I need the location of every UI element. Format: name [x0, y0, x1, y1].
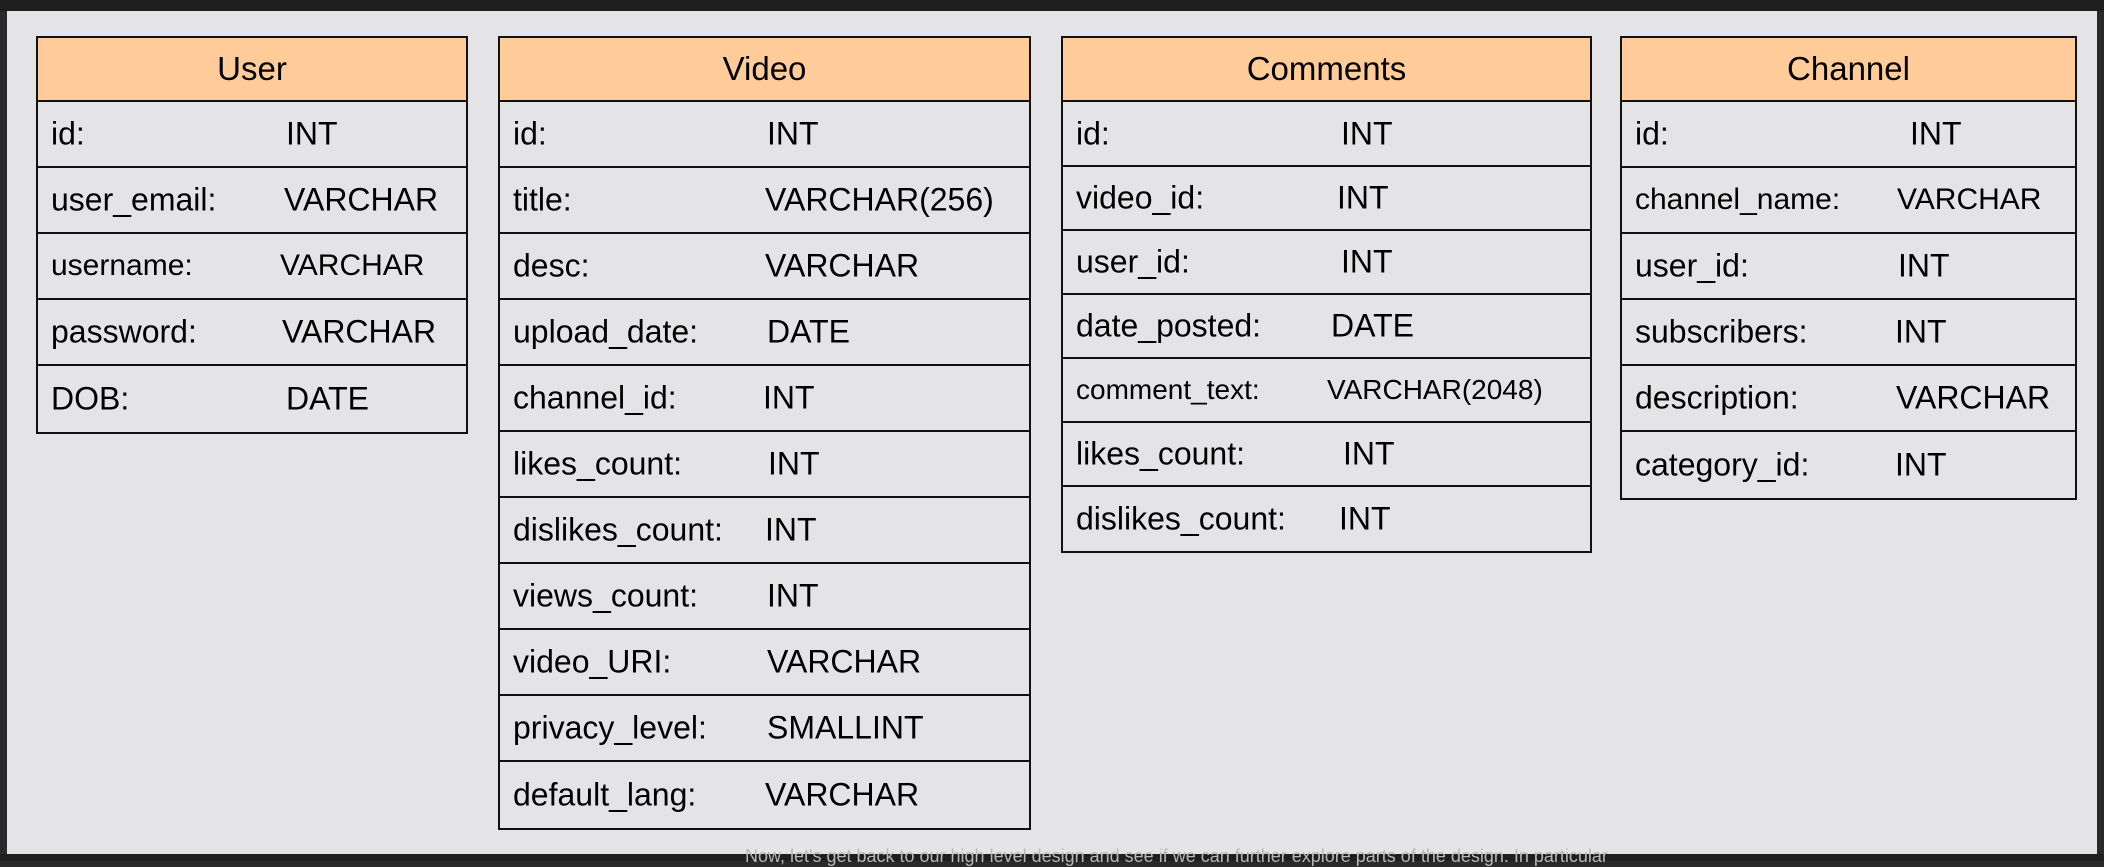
field-row: DOB: DATE [38, 366, 466, 432]
field-row: channel_id: INT [500, 366, 1029, 432]
field-type: INT [1337, 179, 1389, 216]
field-type: INT [767, 115, 819, 152]
field-row: default_lang: VARCHAR [500, 762, 1029, 828]
field-type: VARCHAR [284, 181, 439, 218]
field-type: INT [768, 445, 820, 482]
field-name: id: [1076, 115, 1110, 151]
field-row: video_id: INT [1063, 167, 1590, 231]
field-type: VARCHAR [765, 247, 920, 284]
field-type: VARCHAR(256) [765, 181, 994, 218]
field-row: dislikes_count: INT [500, 498, 1029, 564]
entity-user: User id: INT user_email: VARCHAR usernam… [36, 36, 468, 434]
field-type: DATE [286, 380, 369, 417]
entity-title: User [38, 38, 466, 102]
field-row: description: VARCHAR [1622, 366, 2075, 432]
field-type: INT [1339, 500, 1391, 537]
field-row: privacy_level: SMALLINT [500, 696, 1029, 762]
field-name: user_id: [1076, 243, 1190, 280]
field-name: password: [51, 313, 197, 350]
field-type: INT [1910, 115, 1962, 152]
field-type: VARCHAR [767, 643, 922, 680]
field-type: INT [1895, 313, 1947, 350]
field-row: likes_count: INT [1063, 423, 1590, 487]
field-name: username: [51, 249, 193, 282]
field-name: id: [1635, 115, 1669, 152]
field-name: video_URI: [513, 643, 672, 680]
field-row: subscribers: INT [1622, 300, 2075, 366]
field-type: VARCHAR(2048) [1327, 374, 1543, 405]
field-name: video_id: [1076, 179, 1205, 216]
field-row: password: VARCHAR [38, 300, 466, 366]
field-name: id: [51, 115, 85, 152]
field-type: INT [1341, 115, 1393, 151]
entity-comments: Comments id: INT video_id: INT user_id: … [1061, 36, 1592, 553]
field-row: dislikes_count: INT [1063, 487, 1590, 551]
field-name: comment_text: [1076, 374, 1260, 405]
field-name: likes_count: [1076, 435, 1245, 472]
field-row: id: INT [1063, 102, 1590, 167]
field-type: DATE [1331, 307, 1414, 344]
field-name: user_email: [51, 181, 217, 218]
field-row: username: VARCHAR [38, 234, 466, 300]
field-type: INT [767, 577, 819, 614]
field-row: user_email: VARCHAR [38, 168, 466, 234]
top-strip [0, 0, 2104, 11]
field-row: desc: VARCHAR [500, 234, 1029, 300]
field-type: INT [1898, 247, 1950, 284]
entity-channel: Channel id: INT channel_name: VARCHAR us… [1620, 36, 2077, 500]
field-type: SMALLINT [767, 709, 924, 746]
field-name: id: [513, 115, 547, 152]
field-row: video_URI: VARCHAR [500, 630, 1029, 696]
field-type: VARCHAR [765, 776, 920, 813]
entity-video: Video id: INT title: VARCHAR(256) desc: … [498, 36, 1031, 830]
field-type: INT [763, 379, 815, 416]
field-row: id: INT [38, 102, 466, 168]
field-type: DATE [767, 313, 850, 350]
field-type: VARCHAR [1897, 183, 2042, 216]
field-row: user_id: INT [1622, 234, 2075, 300]
field-row: category_id: INT [1622, 432, 2075, 498]
field-name: description: [1635, 379, 1799, 416]
field-type: INT [286, 115, 338, 152]
field-name: views_count: [513, 577, 698, 614]
field-name: date_posted: [1076, 307, 1262, 344]
field-row: likes_count: INT [500, 432, 1029, 498]
field-type: VARCHAR [282, 313, 437, 350]
entity-title: Channel [1622, 38, 2075, 102]
field-row: channel_name: VARCHAR [1622, 168, 2075, 234]
field-name: privacy_level: [513, 709, 707, 746]
entity-title: Video [500, 38, 1029, 102]
field-type: INT [1341, 243, 1393, 280]
field-row: user_id: INT [1063, 231, 1590, 295]
field-name: default_lang: [513, 776, 697, 813]
field-name: upload_date: [513, 313, 699, 350]
field-name: subscribers: [1635, 313, 1808, 350]
field-name: channel_name: [1635, 183, 1841, 216]
field-name: user_id: [1635, 247, 1749, 284]
field-name: dislikes_count: [513, 511, 723, 548]
field-row: comment_text: VARCHAR(2048) [1063, 359, 1590, 423]
background-text: Now, let's get back to our high level de… [745, 846, 1608, 866]
field-type: INT [1343, 435, 1395, 472]
field-type: INT [1895, 446, 1947, 483]
field-row: id: INT [500, 102, 1029, 168]
field-name: channel_id: [513, 379, 677, 416]
field-type: VARCHAR [1896, 379, 2051, 416]
field-row: date_posted: DATE [1063, 295, 1590, 359]
field-name: title: [513, 181, 572, 218]
field-name: DOB: [51, 380, 130, 417]
field-type: VARCHAR [280, 249, 425, 282]
field-name: desc: [513, 247, 590, 284]
field-row: views_count: INT [500, 564, 1029, 630]
field-row: id: INT [1622, 102, 2075, 168]
field-name: dislikes_count: [1076, 500, 1286, 537]
field-type: INT [765, 511, 817, 548]
field-name: likes_count: [513, 445, 682, 482]
field-row: title: VARCHAR(256) [500, 168, 1029, 234]
entity-title: Comments [1063, 38, 1590, 102]
bottom-strip [0, 854, 2104, 861]
field-name: category_id: [1635, 446, 1810, 483]
field-row: upload_date: DATE [500, 300, 1029, 366]
